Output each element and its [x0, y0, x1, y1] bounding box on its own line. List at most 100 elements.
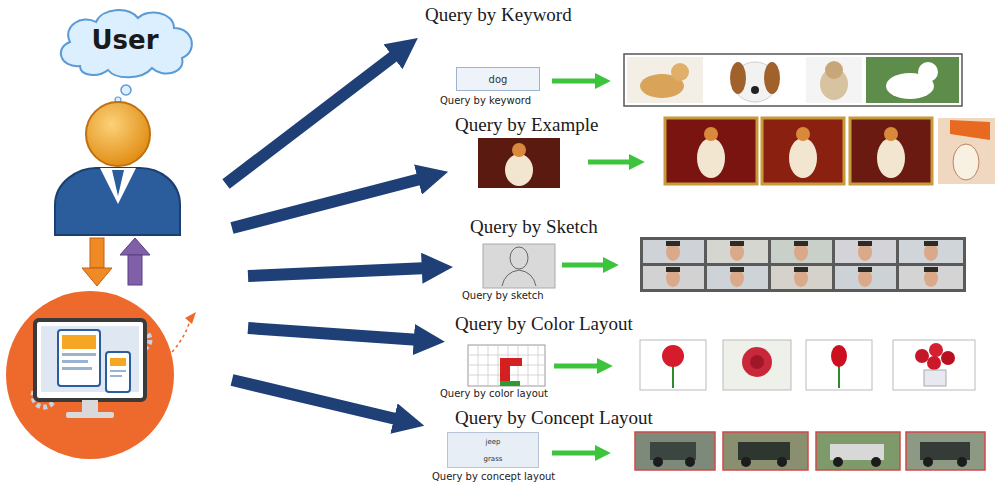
color-images-part — [831, 345, 847, 367]
sketch-images-part-part — [794, 241, 808, 246]
color-images-part-part — [478, 345, 479, 386]
example-images-part — [704, 127, 718, 141]
color-images-part — [750, 355, 764, 369]
sketch-images-part — [483, 244, 555, 288]
color-images-part-part — [498, 345, 499, 386]
jeep-images-part — [723, 432, 808, 470]
system-icon-part — [172, 320, 190, 352]
system-icon-part — [185, 312, 196, 324]
jeep-images-part — [816, 432, 900, 470]
query-arrows-part — [226, 53, 398, 184]
color-images-part — [662, 345, 684, 367]
system-icon-part — [82, 400, 98, 412]
dog-images-part — [825, 61, 843, 79]
sketch-images-part — [666, 241, 938, 272]
dog-images-part — [627, 57, 703, 103]
exchange-arrows — [82, 238, 150, 286]
cloud-outline — [61, 10, 192, 77]
exchange-arrows-part — [82, 268, 112, 286]
dog-images-part — [730, 62, 746, 94]
color-images-part — [915, 349, 929, 363]
jeep-images-part — [923, 457, 933, 467]
system-icon-part — [62, 360, 88, 363]
query-title: Query by Keyword — [425, 4, 572, 26]
exchange-arrows-part — [128, 255, 142, 285]
query-caption: Query by sketch — [462, 290, 544, 301]
dog-images — [624, 54, 962, 106]
sketch-images-part-part — [924, 241, 938, 246]
sketch-images — [483, 237, 966, 292]
sketch-images-part-part — [643, 240, 704, 263]
color-images — [468, 340, 975, 390]
result-arrows — [552, 81, 632, 453]
user-icon-part — [86, 102, 150, 166]
example-images-part — [665, 118, 757, 184]
query-caption: Query by concept layout — [432, 471, 555, 482]
thought-bubbles-part — [121, 85, 131, 95]
example-images-part — [505, 154, 533, 186]
dog-images-part — [671, 63, 689, 81]
sketch-images-part-part — [707, 266, 768, 289]
user-icon-part — [112, 170, 124, 196]
color-images-part-part — [488, 345, 489, 386]
color-images-part — [806, 340, 872, 390]
color-images-part-part — [538, 345, 539, 386]
sketch-images-part — [510, 247, 528, 269]
color-images-part — [500, 381, 520, 386]
color-images-part — [929, 343, 943, 357]
query-arrows-part — [248, 268, 428, 276]
jeep-images-part — [685, 457, 695, 467]
example-images-part — [953, 144, 979, 180]
user-icon-part — [55, 168, 180, 235]
dog-images-part — [764, 62, 780, 94]
color-images-part — [893, 340, 975, 390]
example-images-part — [478, 138, 560, 188]
query-arrows-part — [232, 380, 400, 420]
dog-images-part — [866, 57, 959, 103]
query-title: Query by Concept Layout — [455, 407, 653, 429]
sketch-images-part-part — [858, 267, 872, 272]
system-icon-part — [110, 375, 122, 377]
example-images-part — [512, 143, 526, 157]
jeep-images-part — [833, 457, 843, 467]
sketch-images-part-part — [794, 267, 808, 272]
sketch-images-part-part — [835, 266, 896, 289]
example-images-part — [762, 118, 844, 184]
result-arrows-part — [552, 451, 598, 456]
sketch-images-part-part — [835, 240, 896, 263]
system-icon-part — [41, 326, 139, 392]
sketch-images-part-part — [730, 267, 744, 272]
result-arrows-part — [562, 263, 606, 268]
sketch-images-part-part — [858, 241, 872, 246]
system-icon-part — [110, 358, 126, 366]
thought-bubbles — [115, 85, 131, 103]
example-images-part — [950, 120, 990, 140]
system-icon-part — [62, 353, 96, 356]
concept-box: jeepgrass — [447, 432, 539, 468]
user-icon-part — [100, 168, 136, 204]
cloud-label: User — [91, 25, 158, 55]
query-title: Query by Example — [455, 114, 599, 136]
sketch-images-part — [666, 243, 938, 287]
jeep-images-part — [635, 432, 715, 470]
color-images-part — [640, 340, 706, 390]
sketch-images-part-part — [899, 266, 963, 289]
sketch-images-part-part — [771, 240, 832, 263]
dog-images-part — [624, 54, 962, 106]
query-caption: Query by keyword — [440, 95, 531, 106]
system-icon-part — [6, 291, 174, 459]
result-arrows-part — [588, 160, 632, 165]
color-images-part-part — [528, 345, 529, 386]
query-arrows-part — [232, 178, 424, 228]
example-images-part — [697, 138, 725, 178]
system-icon-part — [35, 320, 145, 400]
system-icon-part — [106, 352, 130, 392]
sketch-images-part-part — [730, 241, 744, 246]
user-cloud: User — [50, 4, 200, 80]
jeep-images-part — [653, 457, 663, 467]
user-icon — [55, 102, 180, 235]
sketch-images-part-part — [666, 241, 680, 246]
query-arrows-part — [248, 328, 420, 340]
system-icon-part — [110, 370, 126, 372]
